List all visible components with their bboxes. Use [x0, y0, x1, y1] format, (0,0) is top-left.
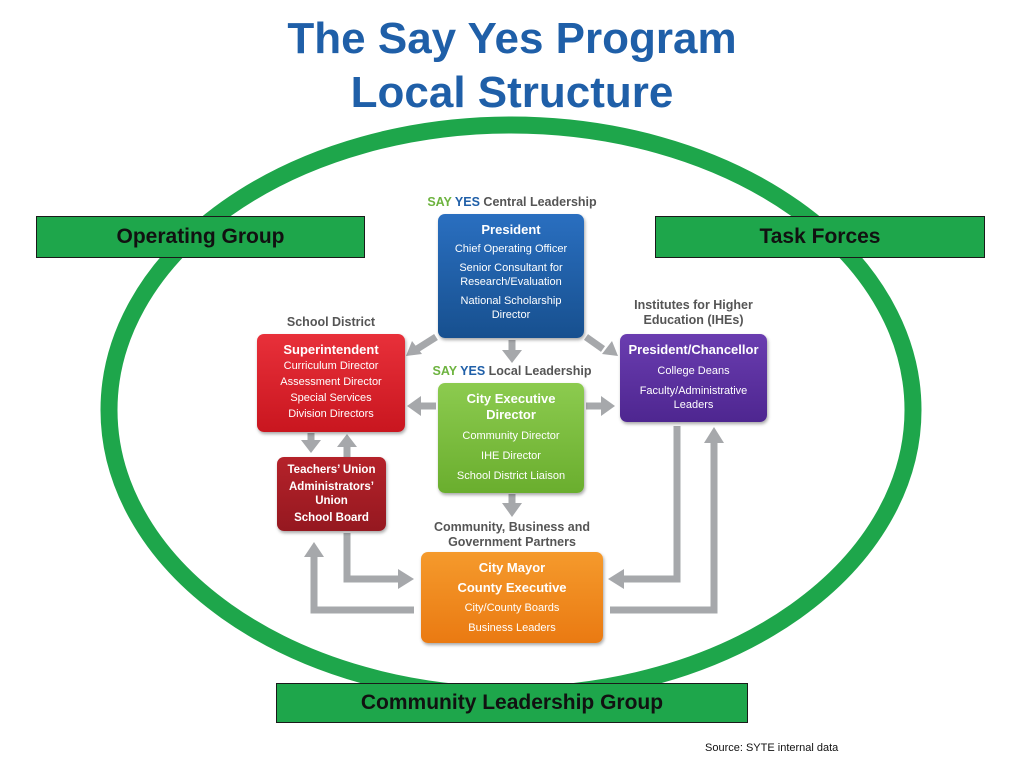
district-item: Special Services — [290, 392, 372, 404]
union-item: Administrators’ — [289, 481, 374, 493]
page-title-line-1: The Say Yes Program — [287, 14, 737, 63]
community-leadership-band: Community Leadership Group — [276, 683, 748, 723]
arrowhead-union-down — [301, 440, 321, 453]
school-district-header: School District — [286, 315, 376, 329]
district-item: Assessment Director — [280, 376, 382, 388]
central-item: Research/Evaluation — [460, 276, 562, 288]
source-note: Source: SYTE internal data — [705, 742, 839, 754]
partners-header-line-1: Community, Business and — [433, 520, 591, 534]
local-item: Community Director — [462, 430, 560, 442]
ihe-header-line-2: Education (IHEs) — [643, 313, 744, 327]
local-item: IHE Director — [481, 450, 541, 462]
arrowhead-union-up — [304, 542, 324, 557]
arrowhead-ihe-up — [704, 427, 724, 443]
arrow-ihe-to-partners — [624, 426, 681, 583]
ihe-header: Institutes for Higher Education (IHEs) — [610, 298, 777, 328]
arrow-partners-to-union — [310, 556, 414, 614]
union-item: Teachers’ Union — [287, 464, 376, 476]
ihe-box: President/Chancellor College Deans Facul… — [620, 334, 767, 422]
school-district-box: Superintendent Curriculum Director Asses… — [257, 334, 405, 432]
task-forces-band: Task Forces — [655, 216, 985, 258]
arrowhead-district — [406, 341, 422, 356]
city-exec-title-line-2: Director — [486, 407, 536, 422]
central-item: National Scholarship — [460, 295, 562, 307]
arrow-partners-to-ihe — [610, 442, 718, 614]
central-item: Senior Consultant for — [459, 262, 563, 274]
arrowhead-ihe — [602, 341, 618, 356]
header-yes: YES — [460, 364, 486, 378]
arrowhead-district-side — [407, 396, 421, 416]
arrowhead-partners-right — [608, 569, 624, 589]
header-rest: Local Leadership — [488, 364, 592, 378]
arrowhead-partners-down — [502, 503, 522, 517]
central-leadership-header: SAY YES Central Leadership — [400, 195, 624, 210]
ihe-item: Leaders — [673, 399, 714, 411]
header-say: SAY — [432, 364, 457, 378]
district-item: Curriculum Director — [283, 360, 379, 372]
partners-item: Business Leaders — [468, 622, 556, 634]
header-yes: YES — [454, 195, 480, 209]
local-leadership-box: City Executive Director Community Direct… — [438, 383, 584, 493]
president-title: President — [481, 222, 541, 237]
local-leadership-header: SAY YES Local Leadership — [410, 364, 614, 379]
arrowhead-district-up — [337, 434, 357, 447]
arrowhead-partners-left — [398, 569, 414, 589]
unions-box: Teachers’ Union Administrators’ Union Sc… — [277, 457, 386, 531]
arrowhead-ihe-side — [601, 396, 615, 416]
central-item: Director — [491, 309, 531, 321]
superintendent-title: Superintendent — [283, 342, 379, 357]
central-leadership-box: President Chief Operating Officer Senior… — [438, 214, 584, 338]
header-say: SAY — [427, 195, 452, 209]
union-item: School Board — [294, 512, 369, 524]
arrow-president-to-ihe — [583, 334, 606, 352]
header-rest: Central Leadership — [483, 195, 597, 209]
partners-header: Community, Business and Government Partn… — [400, 520, 624, 550]
district-item: Division Directors — [288, 408, 374, 420]
central-item: Chief Operating Officer — [454, 243, 568, 255]
arrow-heads — [301, 341, 724, 589]
local-item: School District Liaison — [456, 470, 566, 482]
ihe-header-line-1: Institutes for Higher — [634, 298, 753, 312]
county-exec-title: County Executive — [457, 580, 567, 595]
partners-item: City/County Boards — [464, 602, 560, 614]
partners-header-line-2: Government Partners — [448, 535, 576, 549]
connector-arrows — [307, 334, 718, 614]
page-title-line-2: Local Structure — [350, 68, 674, 117]
arrowhead-local — [502, 350, 522, 363]
city-exec-title-line-1: City Executive — [466, 391, 556, 406]
union-item: Union — [315, 495, 348, 507]
chancellor-title: President/Chancellor — [628, 342, 759, 357]
ihe-item: Faculty/Administrative — [639, 385, 748, 397]
mayor-title: City Mayor — [478, 560, 546, 575]
ihe-item: College Deans — [657, 365, 730, 377]
partners-box: City Mayor County Executive City/County … — [421, 552, 603, 643]
arrow-president-to-district — [415, 334, 438, 352]
arrow-union-to-partners — [343, 533, 398, 583]
operating-group-band: Operating Group — [36, 216, 365, 258]
